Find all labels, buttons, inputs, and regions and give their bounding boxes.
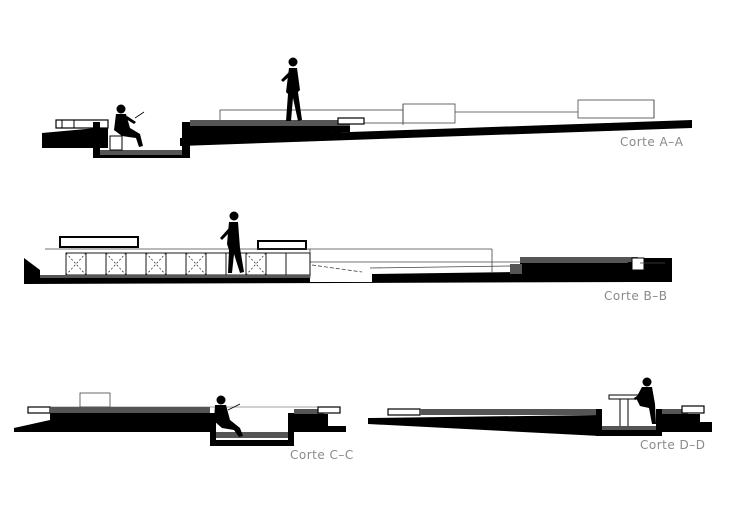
section-a-deck [190, 117, 365, 140]
section-c-left-deck [14, 406, 210, 432]
section-a-drawing [42, 57, 692, 158]
person-walking-icon [281, 57, 302, 121]
section-c-drawing [14, 392, 346, 446]
section-a-left-deck [42, 119, 109, 148]
section-d-slope [368, 408, 600, 436]
person-seated-icon [114, 104, 143, 147]
section-b-drawing [24, 211, 672, 284]
section-c-sunken-pit [210, 413, 294, 446]
section-a-label: Corte A–A [620, 135, 684, 149]
person-seated-icon [214, 395, 243, 437]
section-b-canopy-right [257, 240, 307, 250]
section-a-sunken-pit [93, 122, 190, 158]
section-d-right-deck [662, 405, 712, 432]
section-a-slope [180, 120, 692, 146]
section-d-label: Corte D–D [640, 438, 706, 452]
section-c-canopy-outline [79, 392, 111, 408]
section-c-right-deck [294, 406, 346, 432]
section-b-canopy-left [59, 236, 139, 248]
section-b-right-block [510, 257, 672, 282]
section-b-glazing [65, 252, 311, 276]
section-d-drawing [368, 377, 712, 436]
person-walking-icon [220, 211, 244, 273]
person-seated-icon [634, 377, 656, 424]
section-d-sunken-pit [596, 409, 662, 436]
section-b-label: Corte B–B [604, 289, 668, 303]
section-c-label: Corte C–C [290, 448, 354, 462]
